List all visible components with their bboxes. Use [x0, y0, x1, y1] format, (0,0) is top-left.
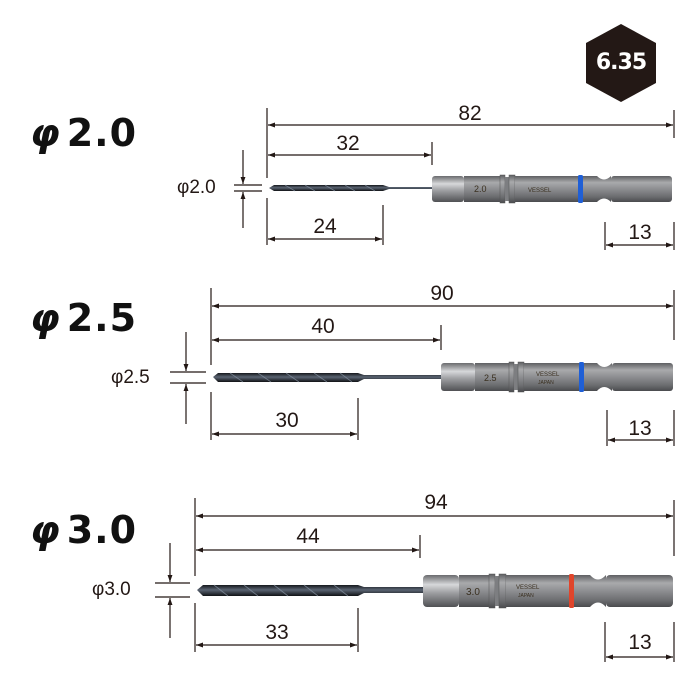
- drill-bit-2-0: 2.0 VESSEL: [269, 174, 672, 204]
- hex-length-label: 13: [628, 417, 652, 440]
- hex-shank-badge: 6.35: [586, 24, 656, 102]
- diameter-label: φ2.5: [111, 367, 150, 388]
- overall-length-label: 82: [458, 102, 482, 125]
- hex-shank-icon: [586, 24, 656, 102]
- drill-length-label: 44: [296, 525, 320, 548]
- hex-size-label: 6.35: [595, 50, 647, 75]
- svg-text:JAPAN: JAPAN: [538, 380, 554, 386]
- bit-2-0-dimensions: [234, 108, 675, 250]
- svg-text:VESSEL: VESSEL: [528, 188, 552, 194]
- svg-text:3.0: 3.0: [466, 587, 480, 598]
- svg-text:2.0: 2.0: [474, 184, 487, 194]
- phi-symbol: φ: [30, 296, 61, 340]
- drill-length-label: 32: [336, 132, 360, 155]
- overall-length-label: 90: [430, 282, 454, 305]
- hex-length-label: 13: [628, 631, 652, 654]
- title-value: 2.0: [66, 111, 138, 155]
- flute-length-label: 33: [265, 621, 289, 644]
- diameter-label: φ2.0: [177, 177, 216, 198]
- bit-3-0-dimensions: [155, 498, 675, 662]
- phi-symbol: φ: [30, 508, 61, 552]
- bit-2-5-dimensions: [170, 288, 675, 446]
- svg-text:JAPAN: JAPAN: [518, 593, 534, 599]
- drill-bit-2-5: 2.5 VESSEL JAPAN: [213, 361, 673, 393]
- drill-length-label: 40: [311, 315, 335, 338]
- diameter-label: φ3.0: [92, 579, 131, 600]
- phi-symbol: φ: [30, 111, 61, 155]
- svg-text:2.5: 2.5: [484, 373, 497, 383]
- overall-length-label: 94: [424, 491, 448, 514]
- flute-length-label: 30: [275, 409, 299, 432]
- title-value: 2.5: [66, 296, 138, 340]
- hex-length-label: 13: [628, 221, 652, 244]
- flute-length-label: 24: [313, 215, 337, 238]
- svg-text:VESSEL: VESSEL: [536, 372, 560, 378]
- svg-text:VESSEL: VESSEL: [516, 585, 540, 591]
- title-value: 3.0: [66, 508, 138, 552]
- drill-bit-3-0: 3.0 VESSEL JAPAN: [197, 573, 673, 609]
